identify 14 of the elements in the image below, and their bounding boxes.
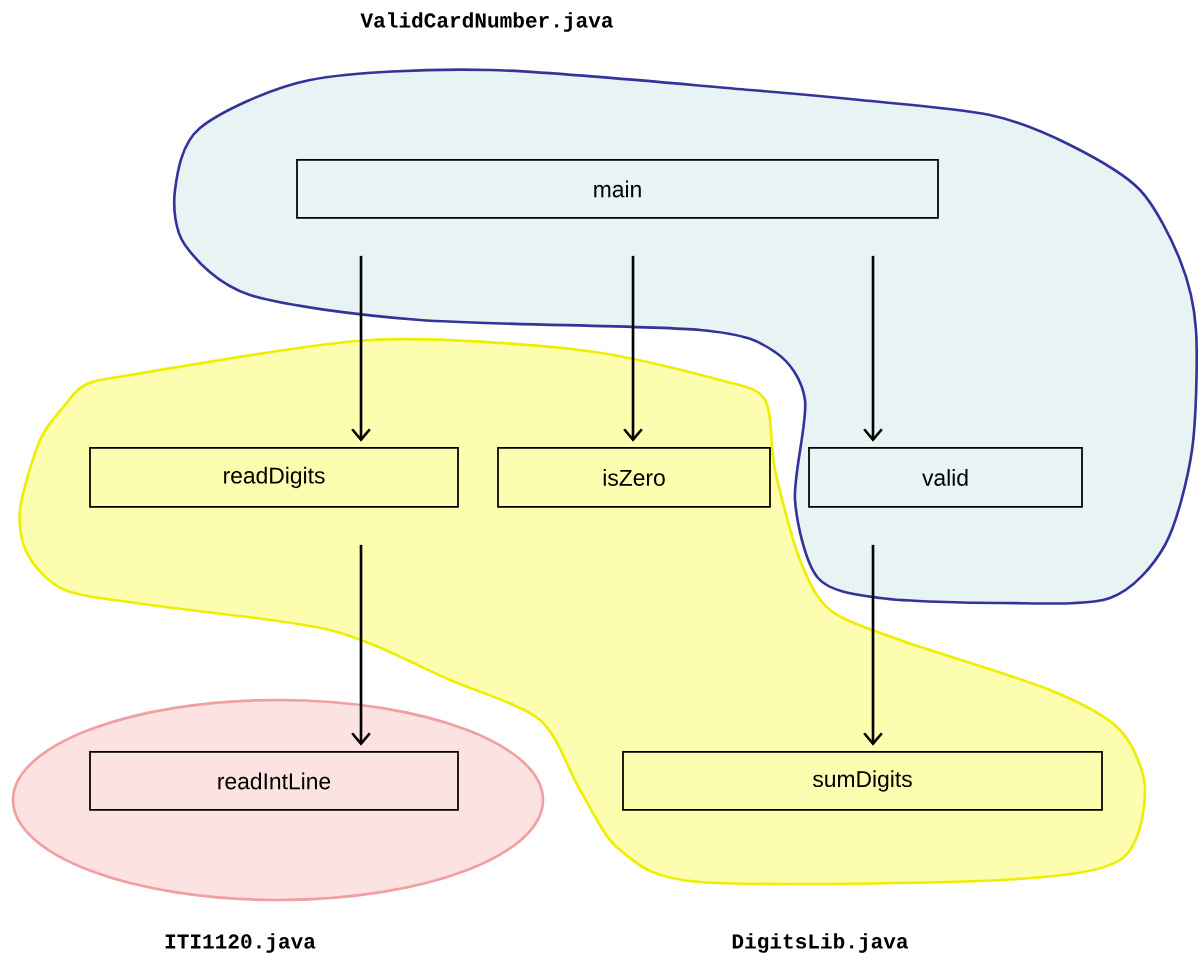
function-box: valid: [808, 447, 1083, 508]
function-box: isZero: [497, 447, 771, 508]
arrow: [623, 255, 643, 442]
arrow: [351, 255, 371, 442]
file-label: ValidCardNumber.java: [360, 12, 613, 32]
arrow: [351, 544, 371, 746]
function-box: readDigits: [89, 447, 459, 508]
arrow: [863, 544, 883, 746]
function-box: sumDigits: [622, 751, 1103, 811]
function-box: main: [296, 159, 939, 219]
file-label: DigitsLib.java: [732, 933, 909, 953]
function-box: readIntLine: [89, 751, 459, 811]
file-label: ITI1120.java: [165, 933, 316, 953]
arrow: [863, 255, 883, 442]
